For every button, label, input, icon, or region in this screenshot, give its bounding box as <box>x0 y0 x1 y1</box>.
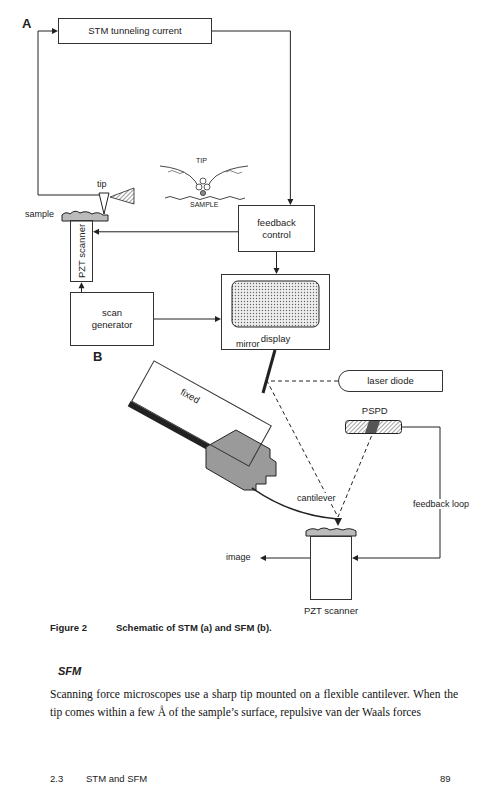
sample-surface <box>165 197 245 200</box>
display-box: display <box>221 274 330 350</box>
sfm-tip <box>334 518 342 526</box>
connector-line <box>212 31 290 200</box>
atom <box>200 178 206 184</box>
connector-line <box>276 252 277 269</box>
connector <box>352 427 440 561</box>
connector <box>267 381 372 517</box>
connector-line <box>98 231 238 232</box>
scanner-box: PZT scanner <box>70 220 93 282</box>
part-label: cantilever <box>296 493 337 503</box>
section-heading: SFM <box>58 665 81 677</box>
inset-label: TIP <box>196 157 207 164</box>
node-text: scan generator <box>86 307 138 331</box>
sample <box>306 528 356 536</box>
node-text: feedback control <box>246 217 308 241</box>
connector <box>154 316 221 322</box>
connector <box>212 31 293 205</box>
tip-outline <box>160 166 198 186</box>
zoom-wedge <box>110 188 134 204</box>
figure-number: Figure 2 <box>50 622 87 633</box>
connector-line <box>357 427 440 558</box>
output-label: image <box>226 552 251 562</box>
process-box: feedback control <box>238 205 315 252</box>
figure-letter: A <box>22 16 31 31</box>
connector <box>274 252 280 274</box>
node-text: PZT scanner <box>76 224 88 278</box>
part-label: tip <box>97 179 107 189</box>
arrow-head <box>79 282 85 288</box>
footer-text: 2.3 <box>50 773 63 784</box>
cantilever <box>252 488 338 519</box>
inset-label: SAMPLE <box>190 201 218 208</box>
connector-line <box>154 319 216 320</box>
holder-block <box>206 430 276 490</box>
connector <box>79 282 85 292</box>
tip-wire <box>38 31 100 195</box>
node-text: fixed <box>178 386 201 406</box>
page-number: 89 <box>440 773 451 784</box>
tip-outline <box>208 166 248 186</box>
body-text: Scanning force microscopes use a sharp t… <box>50 685 458 721</box>
signal-label: feedback loop <box>412 499 470 509</box>
atom <box>200 190 205 195</box>
node-text: STM tunneling current <box>88 25 181 37</box>
node-text: PZT scanner <box>304 605 358 617</box>
part-label: mirror <box>236 339 260 349</box>
mirror <box>263 350 275 393</box>
fixed-block: fixed <box>131 360 272 467</box>
holder-strip <box>128 401 214 452</box>
scanner-box: PZT scanner <box>310 536 352 600</box>
atom <box>204 184 210 190</box>
detector-box: PSPD <box>345 420 402 434</box>
node-text: PSPD <box>362 405 388 417</box>
tip-outline <box>168 171 242 174</box>
arrow-head <box>93 229 99 235</box>
arrow-head <box>352 555 358 561</box>
part-label: sample <box>25 209 54 219</box>
connector <box>93 229 238 235</box>
display-screen <box>232 281 319 327</box>
node-text: laser diode <box>367 375 413 387</box>
process-box: STM tunneling current <box>58 18 212 44</box>
footer-text: STM and SFM <box>86 773 147 784</box>
connector-line <box>267 381 372 517</box>
laser-box: laser diode <box>338 370 443 392</box>
figure-letter: B <box>93 349 102 364</box>
stm-tip <box>99 193 109 214</box>
image-wire <box>265 558 310 559</box>
arrow-head <box>260 555 266 561</box>
detector-shape <box>345 420 402 434</box>
figure-caption: Schematic of STM (a) and SFM (b). <box>116 622 272 633</box>
atom <box>196 184 202 190</box>
node-text: display <box>261 333 291 345</box>
process-box: scan generator <box>70 292 154 346</box>
